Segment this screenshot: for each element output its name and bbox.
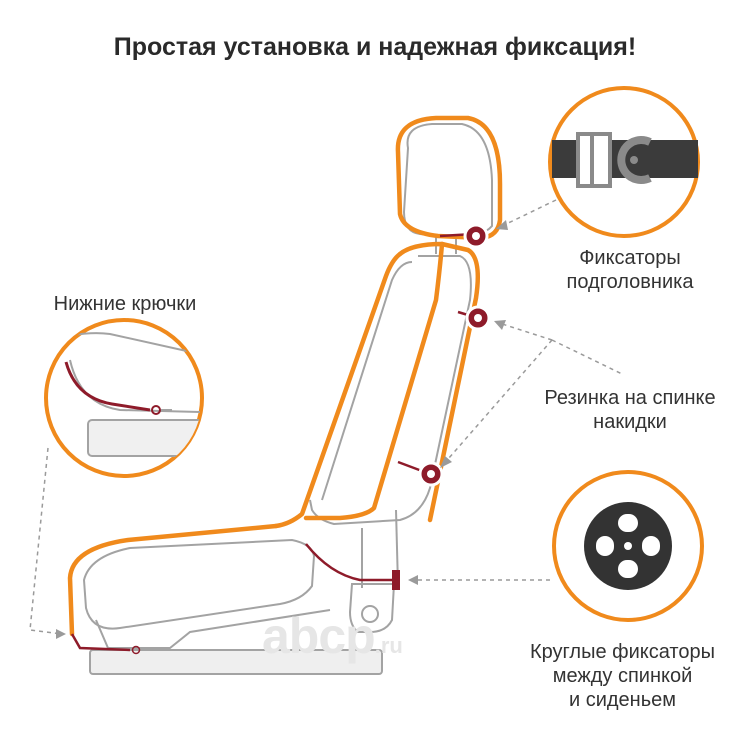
buckle-clip-icon (552, 132, 698, 188)
label-back-elastic: Резинка на спинке накидки (525, 386, 735, 434)
page-title: Простая установка и надежная фиксация! (113, 33, 637, 61)
back-marker-upper (465, 305, 491, 331)
label-line: Круглые фиксаторы (530, 641, 715, 663)
back-marker-lower (418, 461, 444, 487)
label-lower-hooks: Нижние крючки (30, 292, 220, 316)
round-fastener-icon (584, 502, 672, 590)
callout-headrest (548, 86, 700, 238)
label-line: и сиденьем (568, 689, 677, 711)
label-line: между спинкой (552, 665, 693, 687)
leader-lines (29, 199, 623, 635)
watermark-suffix: .ru (374, 633, 403, 658)
label-line: подголовника (566, 271, 694, 293)
label-line: Фиксаторы (579, 247, 681, 269)
label-lower-hooks-text: Нижние крючки (53, 293, 197, 315)
watermark-main: abcp (262, 608, 376, 664)
seat-cover-outline (67, 115, 503, 637)
hook-icon (151, 405, 161, 415)
seat-frame (82, 123, 493, 675)
headrest-marker (463, 223, 489, 249)
callout-round (552, 470, 704, 622)
label-headrest-fasteners: Фиксаторы подголовника (540, 246, 720, 294)
label-line: Резинка на спинке (544, 387, 716, 409)
lower-hook-icon (131, 645, 141, 655)
callout-lower-hooks (44, 318, 204, 478)
label-line: накидки (593, 411, 667, 433)
watermark: abcp.ru (262, 606, 462, 666)
label-round-fasteners: Круглые фиксаторы между спинкой и сидень… (515, 640, 730, 712)
elastic-tab (392, 570, 400, 590)
leader-arrowheads (56, 220, 508, 639)
